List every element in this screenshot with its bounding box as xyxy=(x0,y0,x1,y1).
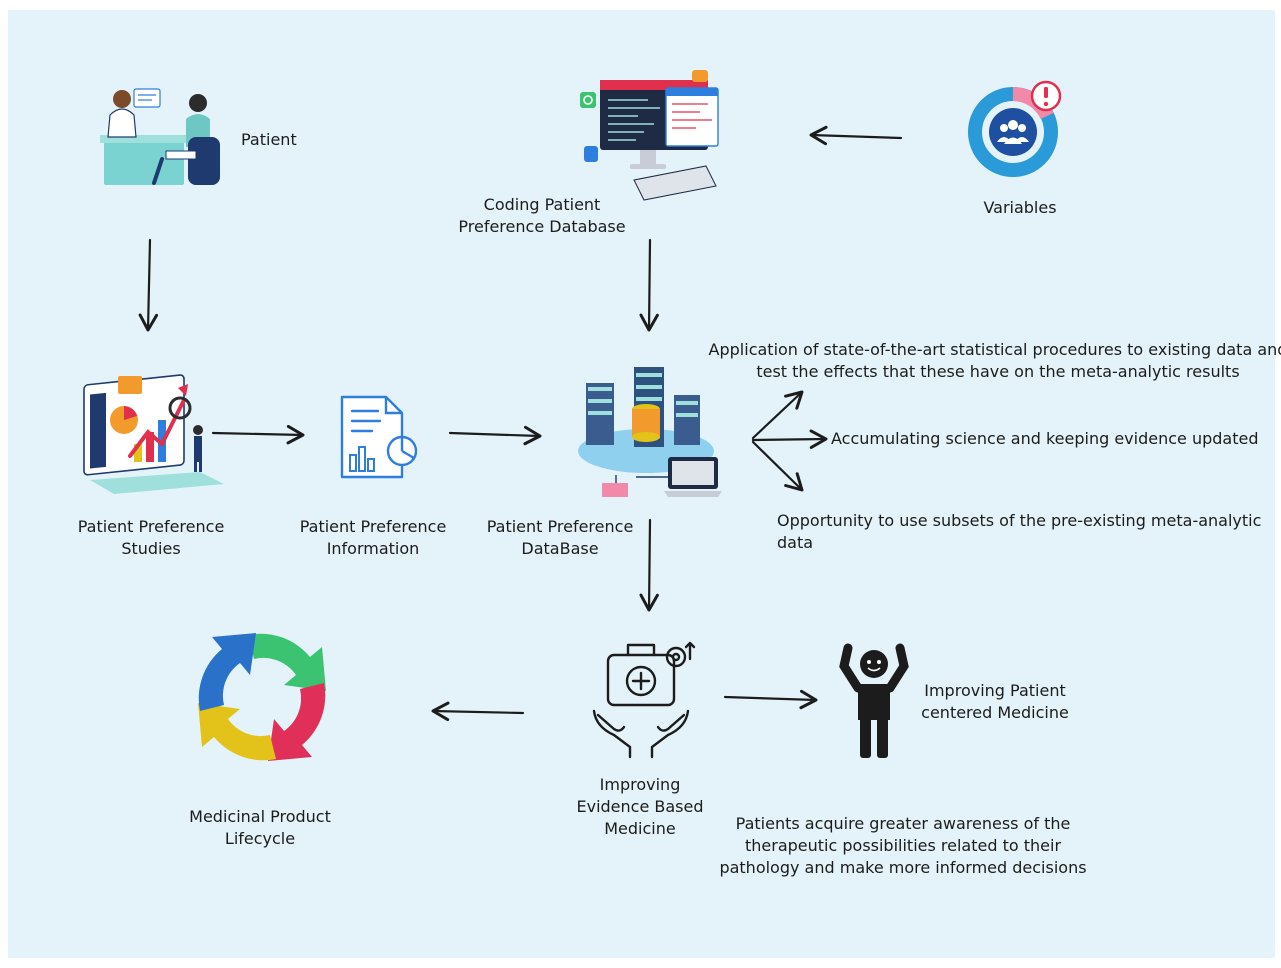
variables-label: Variables xyxy=(983,198,1057,217)
subsets-outcome: Opportunity to use subsets of the pre-ex… xyxy=(777,511,1262,552)
connector-arrows xyxy=(138,125,903,722)
cheering-person-icon xyxy=(839,643,909,758)
doctor-patient-consultation-icon xyxy=(100,88,220,185)
arrow-database-to-ebm xyxy=(639,518,659,612)
arrow-variables-to-coding xyxy=(809,125,903,146)
arrow-database-to-statistical xyxy=(751,390,804,440)
ebm-label: Improving Evidence Based Medicine xyxy=(576,775,704,838)
database-label: Patient Preference DataBase xyxy=(486,517,634,558)
coding-database-label: Coding Patient Preference Database xyxy=(458,195,626,236)
cycle-segment-yellow xyxy=(198,703,276,761)
medical-kit-hands-icon xyxy=(592,641,696,759)
report-document-icon xyxy=(340,395,418,479)
statistical-outcome: Application of state-of-the-art statisti… xyxy=(708,340,1281,381)
arrow-ebm-to-lifecycle xyxy=(431,701,525,722)
arrow-studies-to-information xyxy=(211,424,305,445)
server-database-icon xyxy=(578,367,722,497)
arrow-database-to-accumulating xyxy=(751,429,828,449)
cycle-segment-blue xyxy=(198,633,256,711)
arrow-ebm-to-patient-centered xyxy=(723,689,818,710)
people-alert-icon xyxy=(968,80,1062,177)
studies-label: Patient Preference Studies xyxy=(77,517,225,558)
arrow-patient-to-studies xyxy=(138,238,159,332)
patient-label: Patient xyxy=(241,130,297,149)
patient-centered-label: Improving Patient centered Medicine xyxy=(921,681,1069,722)
analytics-dashboard-icon xyxy=(83,374,224,494)
awareness-note: Patients acquire greater awareness of th… xyxy=(719,814,1087,877)
cycle-segment-green xyxy=(248,633,326,691)
information-label: Patient Preference Information xyxy=(299,517,447,558)
cycle-segment-red xyxy=(268,683,326,761)
coding-computer-icon xyxy=(580,70,719,201)
lifecycle-label: Medicinal Product Lifecycle xyxy=(189,807,331,848)
diagram-canvas: Patient Coding Patient Preference Databa… xyxy=(8,10,1281,958)
accumulating-outcome: Accumulating science and keeping evidenc… xyxy=(831,429,1259,448)
arrow-information-to-database xyxy=(448,425,542,446)
arrow-database-to-subsets xyxy=(751,440,804,492)
cycle-arrows-icon xyxy=(198,633,326,761)
flow-diagram xyxy=(83,70,1062,761)
arrow-coding-to-database xyxy=(639,238,659,332)
